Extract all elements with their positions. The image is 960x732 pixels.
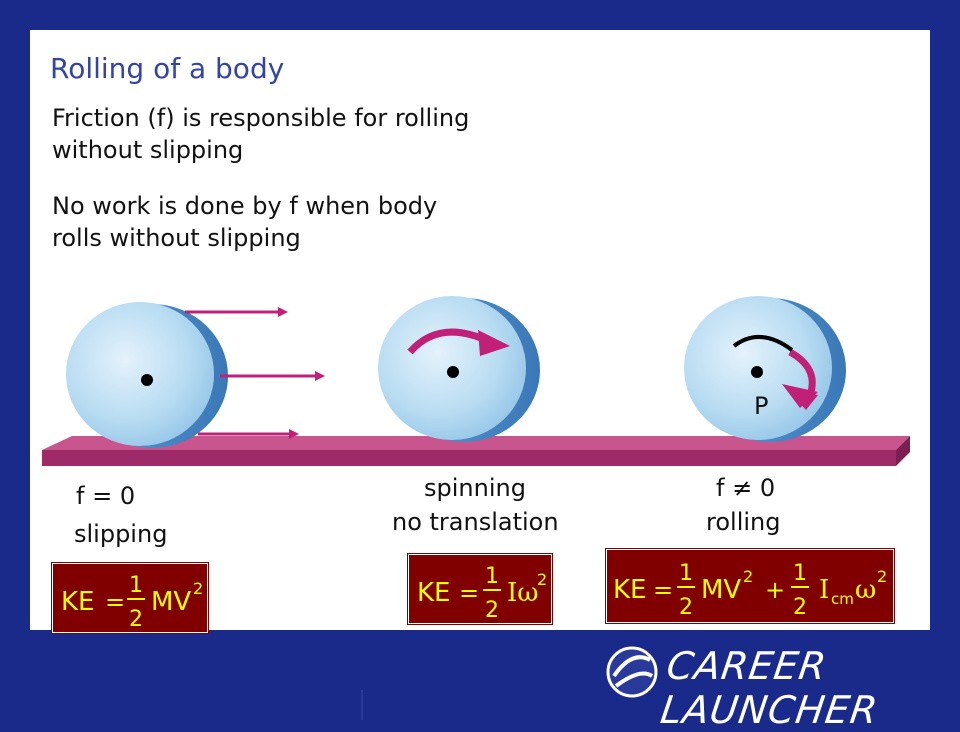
svg-text:=: = <box>459 579 479 607</box>
paragraph-friction: Friction (f) is responsible for rolling … <box>52 102 469 166</box>
career-launcher-logo-icon <box>606 646 658 698</box>
svg-text:=: = <box>105 588 125 616</box>
paragraph-line: No work is done by f when body <box>52 192 438 220</box>
svg-text:=: = <box>653 576 673 604</box>
svg-text:+: + <box>765 576 785 604</box>
formula-term: MV <box>151 587 191 617</box>
wheel-spinning <box>378 296 540 442</box>
formula-exponent: 2 <box>537 570 547 589</box>
formula-denominator: 2 <box>485 598 499 623</box>
case-slipping-line1: f = 0 <box>76 482 136 510</box>
formula-numerator: 1 <box>129 573 143 598</box>
formula-lhs: KE <box>61 587 94 617</box>
formula-denominator: 2 <box>679 595 693 620</box>
footer-divider <box>361 690 363 720</box>
formula-spinning: KE = 1 2 Iω 2 <box>407 553 553 625</box>
formula-term2: I <box>819 575 829 605</box>
formula-rolling: KE = 1 2 MV 2 + 1 2 I cm ω 2 <box>605 548 895 624</box>
slide-title: Rolling of a body <box>50 52 285 85</box>
wheel-slipping <box>66 302 228 448</box>
formula-numerator2: 1 <box>793 561 807 586</box>
center-dot <box>447 366 459 378</box>
center-dot <box>751 366 763 378</box>
formula-subscript: cm <box>831 590 854 608</box>
case-spinning-line2: no translation <box>392 508 559 536</box>
formula-denominator2: 2 <box>793 595 807 620</box>
formula-exponent: 2 <box>193 579 203 598</box>
point-label: P <box>754 392 769 420</box>
formula-exponent1: 2 <box>743 567 753 586</box>
case-rolling-line1: f ≠ 0 <box>716 474 776 502</box>
floor <box>42 436 910 466</box>
formula-term1: MV <box>701 575 741 605</box>
case-rolling-line2: rolling <box>706 508 781 536</box>
formula-exponent2: 2 <box>877 567 887 586</box>
formula-lhs: KE <box>417 578 450 608</box>
formula-slipping: KE = 1 2 MV 2 <box>51 562 209 634</box>
formula-term: Iω <box>507 578 538 608</box>
case-slipping-line2: slipping <box>74 520 168 548</box>
paragraph-line: without slipping <box>52 136 244 164</box>
case-spinning-line1: spinning <box>424 474 526 502</box>
center-dot <box>141 374 153 386</box>
formula-numerator: 1 <box>485 564 499 589</box>
paragraph-line: Friction (f) is responsible for rolling <box>52 104 470 132</box>
paragraph-work: No work is done by f when body rolls wit… <box>52 190 437 254</box>
paragraph-line: rolls without slipping <box>52 224 301 252</box>
formula-numerator: 1 <box>679 561 693 586</box>
logo-text: CAREER LAUNCHER <box>657 644 881 732</box>
career-launcher-logo: CAREER LAUNCHER <box>598 638 898 732</box>
formula-term2b: ω <box>855 575 876 605</box>
wheel-rolling <box>684 296 846 442</box>
formula-lhs: KE <box>613 575 646 605</box>
formula-denominator: 2 <box>129 607 143 632</box>
